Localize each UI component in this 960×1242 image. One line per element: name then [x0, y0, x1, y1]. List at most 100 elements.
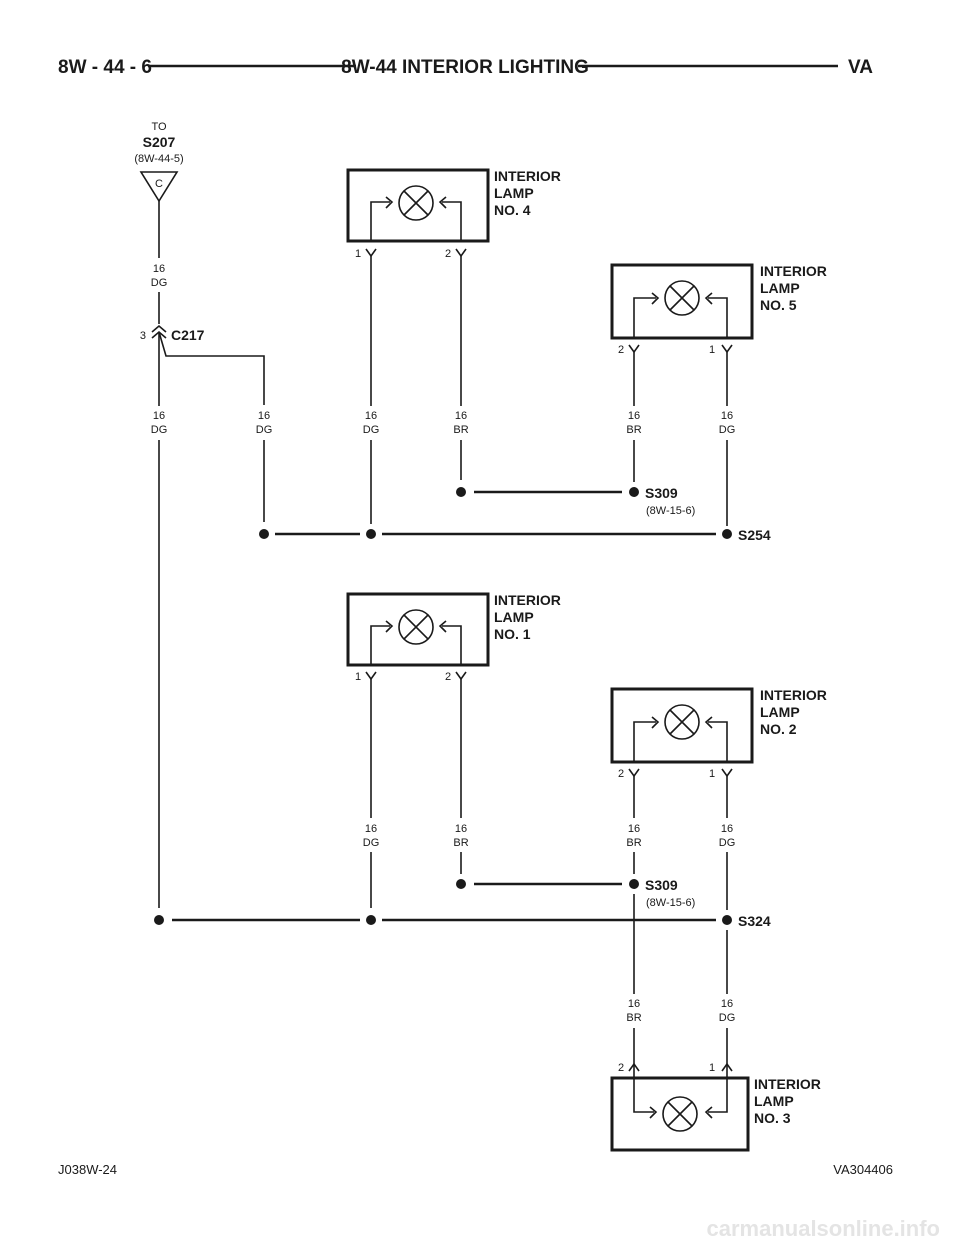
lamp-internal-wiring	[370, 620, 462, 664]
lamp-internal-wiring	[633, 1064, 728, 1119]
bulb-icon	[664, 704, 700, 740]
splice-s309-upper: S309 (8W-15-6)	[456, 485, 695, 517]
splice-dot	[629, 487, 639, 497]
splice-ref: (8W-15-6)	[646, 897, 695, 909]
source-to-label: TO	[151, 121, 167, 133]
footer-right-code: VA304406	[833, 1162, 893, 1177]
lamp-terminal-chevrons	[628, 344, 733, 354]
wire-color: BR	[453, 837, 468, 849]
wire-color: DG	[256, 424, 273, 436]
lamp-pin: 2	[445, 248, 451, 260]
page-footer: J038W-24 VA304406	[58, 1162, 893, 1177]
wire-color: BR	[626, 424, 641, 436]
lamp-label-line1: INTERIOR	[760, 263, 827, 279]
wire-gauge: 16	[721, 410, 733, 422]
splice-name: S254	[738, 527, 771, 543]
lamp-pin: 1	[355, 248, 361, 260]
lamp-terminal-chevrons	[628, 1062, 733, 1072]
wire-gauge: 16	[153, 263, 165, 275]
splice-dot	[154, 915, 164, 925]
source-triangle	[139, 171, 179, 203]
splice-s324: S324	[154, 913, 771, 929]
lamp-label-line1: INTERIOR	[494, 592, 561, 608]
wire-gauge: 16	[153, 410, 165, 422]
wire-color: DG	[719, 424, 736, 436]
wire-gauge: 16	[365, 410, 377, 422]
watermark: carmanualsonline.info	[707, 1216, 941, 1241]
wire-gauge: 16	[258, 410, 270, 422]
lamp-pin: 1	[709, 768, 715, 780]
lamp-label-line3: NO. 5	[760, 297, 797, 313]
lamp-pin: 1	[355, 671, 361, 683]
splice-s254: S254	[259, 527, 771, 543]
interior-lamp-no1: 1 2 INTERIOR LAMP NO. 1	[346, 592, 561, 683]
wire-gauge: 16	[721, 823, 733, 835]
wire-gauge: 16	[365, 823, 377, 835]
lamp-label-line2: LAMP	[760, 280, 800, 296]
lamp-pin: 2	[618, 344, 624, 356]
splice-dot	[366, 915, 376, 925]
bulb-icon	[662, 1096, 698, 1132]
connector-pin: 3	[140, 330, 146, 342]
wire-c217-branch	[158, 331, 265, 405]
lamp-pin: 2	[618, 1062, 624, 1074]
bulb-icon	[398, 609, 434, 645]
source-cavity-label: C	[155, 178, 163, 190]
connector-name: C217	[171, 327, 205, 343]
page-number: 8W - 44 - 6	[58, 57, 152, 78]
wire-color: BR	[626, 837, 641, 849]
wire-color: DG	[719, 1012, 736, 1024]
page-header: 8W - 44 - 6 8W-44 INTERIOR LIGHTING VA	[58, 57, 873, 78]
splice-dot	[456, 879, 466, 889]
lamp-internal-wiring	[633, 716, 728, 761]
interior-lamp-no2: 2 1 INTERIOR LAMP NO. 2	[610, 687, 827, 780]
lamp-label-line2: LAMP	[754, 1093, 794, 1109]
connector-c217: 3 C217	[140, 324, 265, 406]
lamp-label-line3: NO. 4	[494, 202, 531, 218]
interior-lamp-no5: 2 1 INTERIOR LAMP NO. 5	[610, 263, 827, 356]
splice-ref: (8W-15-6)	[646, 505, 695, 517]
wire-color: DG	[151, 277, 168, 289]
interior-lamp-no4: 1 2 INTERIOR LAMP NO. 4	[346, 168, 561, 260]
lamp-terminal-chevrons	[628, 768, 733, 778]
lamp-label-line2: LAMP	[494, 609, 534, 625]
splice-dot	[722, 915, 732, 925]
splice-dot	[366, 529, 376, 539]
wire-gauge: 16	[721, 998, 733, 1010]
splice-s309-lower: S309 (8W-15-6)	[456, 877, 695, 909]
lamp-internal-wiring	[370, 196, 462, 240]
page-title: 8W-44 INTERIOR LIGHTING	[341, 57, 589, 78]
footer-left-code: J038W-24	[58, 1162, 117, 1177]
splice-dot	[722, 529, 732, 539]
lamp-label-line1: INTERIOR	[754, 1076, 821, 1092]
lamp-pin: 2	[445, 671, 451, 683]
lamp-label-line3: NO. 2	[760, 721, 797, 737]
wire-color: BR	[453, 424, 468, 436]
lamp-box	[610, 687, 754, 764]
wire-gauge: 16	[628, 410, 640, 422]
source-ref-label: (8W-44-5)	[134, 153, 183, 165]
wire-gauge: 16	[455, 823, 467, 835]
wire-gauge: 16	[455, 410, 467, 422]
lamp-label-line3: NO. 3	[754, 1110, 791, 1126]
lamp-internal-wiring	[633, 292, 728, 337]
wire-color: DG	[719, 837, 736, 849]
lamp3-feed-wires: 16 BR 16 DG	[626, 894, 735, 1064]
vehicle-code: VA	[848, 57, 873, 78]
lamp-label-line1: INTERIOR	[760, 687, 827, 703]
wire-color: BR	[626, 1012, 641, 1024]
source-splice-label: S207	[143, 134, 176, 150]
bulb-icon	[398, 185, 434, 221]
lamp-pin: 2	[618, 768, 624, 780]
wire-color: DG	[151, 424, 168, 436]
lamp-label-line2: LAMP	[760, 704, 800, 720]
lamp-pin: 1	[709, 1062, 715, 1074]
wire-color: DG	[363, 837, 380, 849]
splice-name: S324	[738, 913, 771, 929]
source-s207: TO S207 (8W-44-5) C 16 DG	[134, 121, 184, 324]
wire-gauge: 16	[628, 998, 640, 1010]
interior-lamp-no3: 2 1 INTERIOR LAMP NO. 3	[610, 1062, 821, 1152]
splice-name: S309	[645, 485, 678, 501]
upper-wires: 16 DG 16 DG 16 DG 16 BR 16 BR 16 DG	[151, 256, 736, 908]
